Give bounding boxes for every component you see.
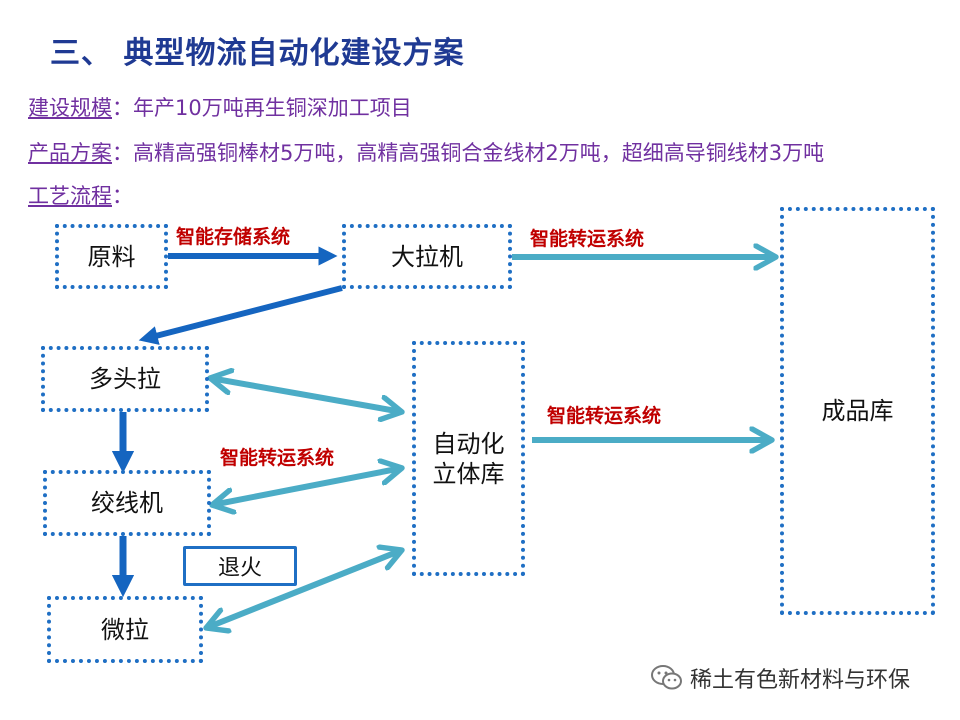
wechat-icon — [651, 665, 682, 690]
footer-watermark: 稀土有色新材料与环保 — [650, 662, 910, 694]
node-micro-drawer: 微拉 — [47, 596, 203, 663]
arrow-drawer-to-multihead — [138, 285, 343, 345]
process-line: 工艺流程： — [28, 180, 133, 210]
node-finished-warehouse-label: 成品库 — [821, 397, 894, 425]
product-label: 产品方案 — [28, 141, 112, 165]
node-annealing-label: 退火 — [217, 556, 262, 581]
node-large-drawer-label: 大拉机 — [391, 242, 463, 271]
scale-value: 年产10万吨再生铜深加工项目 — [133, 96, 412, 120]
product-colon: ： — [112, 141, 133, 165]
node-automated-warehouse-line2: 立体库 — [432, 459, 505, 488]
label-storage-system: 智能存储系统 — [176, 226, 291, 248]
node-multi-head-drawer-label: 多头拉 — [89, 365, 161, 393]
scale-line: 建设规模：年产10万吨再生铜深加工项目 — [28, 92, 412, 122]
node-automated-warehouse-line1: 自动化 — [432, 429, 505, 458]
scale-colon: ： — [112, 96, 133, 120]
arrow-strander-asrs — [212, 468, 402, 505]
node-annealing: 退火 — [183, 546, 297, 586]
page-title: 三、 典型物流自动化建设方案 — [50, 36, 465, 71]
process-colon: ： — [112, 184, 133, 208]
process-label: 工艺流程 — [28, 184, 112, 208]
arrow-multihead-asrs — [210, 378, 402, 412]
label-transfer-mid: 智能转运系统 — [547, 405, 662, 427]
scale-label: 建设规模 — [28, 96, 112, 120]
product-line: 产品方案：高精高强铜棒材5万吨，高精高强铜合金线材2万吨，超细高导铜线材3万吨 — [28, 137, 824, 167]
product-value: 高精高强铜棒材5万吨，高精高强铜合金线材2万吨，超细高导铜线材3万吨 — [133, 141, 825, 165]
node-strander: 绞线机 — [43, 470, 211, 536]
node-strander-label: 绞线机 — [91, 489, 163, 517]
node-raw-material-label: 原料 — [87, 242, 136, 271]
label-transfer-top: 智能转运系统 — [530, 228, 645, 250]
arrow-microdraw-asrs — [206, 550, 402, 628]
node-automated-warehouse: 自动化 立体库 — [412, 341, 525, 576]
node-large-drawer: 大拉机 — [342, 224, 512, 289]
node-raw-material: 原料 — [55, 224, 168, 289]
label-transfer-left: 智能转运系统 — [220, 447, 335, 469]
node-micro-drawer-label: 微拉 — [101, 615, 149, 644]
node-multi-head-drawer: 多头拉 — [41, 346, 209, 412]
footer-text: 稀土有色新材料与环保 — [690, 668, 911, 693]
node-finished-warehouse: 成品库 — [780, 207, 935, 615]
